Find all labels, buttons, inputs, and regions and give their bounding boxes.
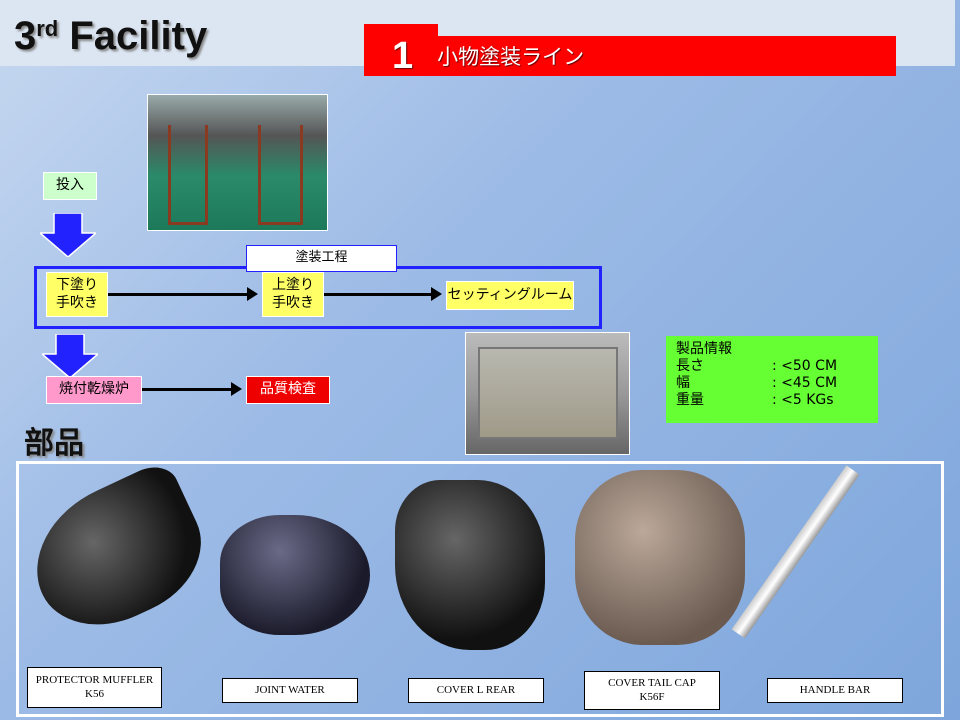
step-setting-room: セッティングルーム bbox=[446, 281, 574, 310]
part-image-cover-l-rear bbox=[395, 480, 545, 650]
part-label: COVER TAIL CAP K56F bbox=[584, 671, 720, 710]
info-key: 幅 bbox=[676, 375, 690, 391]
part-image-joint-water bbox=[220, 515, 370, 635]
inspection-box: 品質検査 bbox=[246, 376, 330, 404]
group-label: 塗装工程 bbox=[246, 245, 397, 272]
step-undercoat: 下塗り 手吹き bbox=[46, 272, 108, 317]
info-value: : <45 CM bbox=[772, 375, 838, 391]
parts-title: 部品 bbox=[24, 426, 84, 461]
info-value: : <50 CM bbox=[772, 358, 838, 374]
info-key: 長さ bbox=[676, 358, 704, 374]
start-box: 投入 bbox=[43, 172, 97, 200]
part-label: COVER L REAR bbox=[408, 678, 544, 703]
product-info: 製品情報 長さ : <50 CM 幅 : <45 CM 重量 : <5 KGs bbox=[666, 336, 878, 423]
flow-arrow bbox=[324, 287, 442, 301]
booth-photo bbox=[465, 332, 630, 455]
line-photo bbox=[147, 94, 328, 231]
section-label: 小物塗装ライン bbox=[437, 45, 585, 69]
product-info-title: 製品情報 bbox=[676, 341, 732, 357]
section-banner: 1 小物塗装ライン bbox=[364, 34, 896, 77]
section-number: 1 bbox=[392, 34, 414, 77]
oven-box: 焼付乾燥炉 bbox=[46, 376, 142, 404]
info-value: : <5 KGs bbox=[772, 392, 834, 408]
page-title: 3rd Facility bbox=[14, 14, 208, 58]
part-label: PROTECTOR MUFFLER K56 bbox=[27, 667, 162, 708]
part-image-cover-tail-cap bbox=[575, 470, 745, 645]
parts-panel bbox=[16, 461, 944, 717]
down-arrow-icon bbox=[40, 213, 96, 257]
down-arrow-icon bbox=[42, 334, 98, 378]
part-label: JOINT WATER bbox=[222, 678, 358, 703]
step-topcoat: 上塗り 手吹き bbox=[262, 272, 324, 317]
part-label: HANDLE BAR bbox=[767, 678, 903, 703]
info-key: 重量 bbox=[676, 392, 704, 408]
flow-arrow bbox=[142, 382, 242, 396]
flow-arrow bbox=[108, 287, 258, 301]
